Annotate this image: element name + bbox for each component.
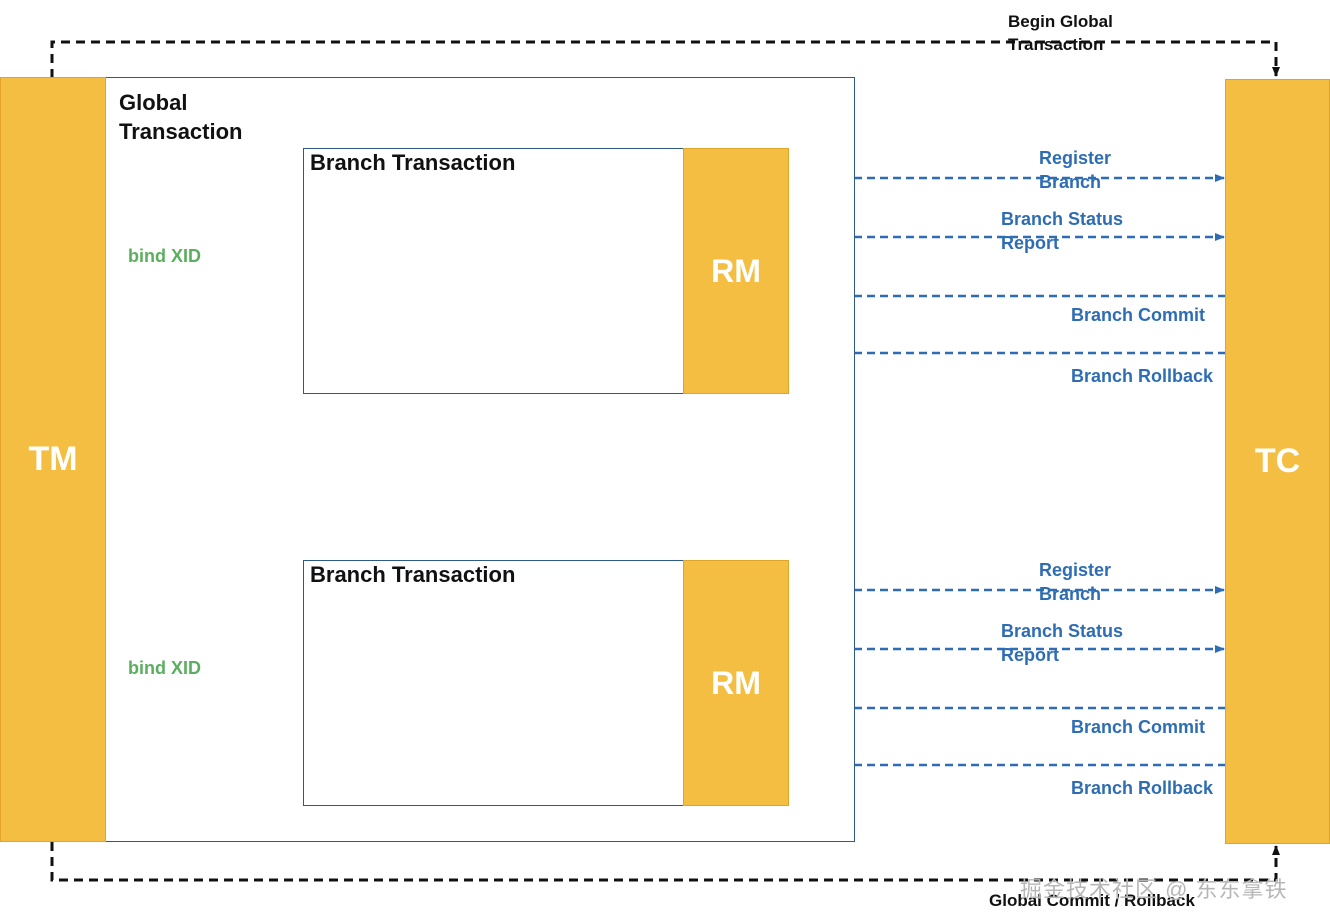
- begin-global-label: Begin Global Transaction: [1008, 12, 1113, 54]
- bind-xid-label-2: bind XID: [128, 658, 201, 678]
- tm-bar: TM: [0, 77, 106, 842]
- rm-box-2: RM: [683, 560, 789, 806]
- branch-status-label-1: Branch Status Report: [1001, 209, 1124, 253]
- watermark: 掘金技术社区 @ 东东拿铁: [1020, 877, 1288, 902]
- rm-label-2: RM: [711, 664, 761, 701]
- branch-transaction-box-1: [303, 148, 689, 394]
- bind-xid-label-1: bind XID: [128, 246, 201, 266]
- branch-commit-label-1: Branch Commit: [1071, 305, 1206, 325]
- branch-transaction-box-2: [303, 560, 689, 806]
- register-branch-label-2: Register Branch: [1039, 560, 1112, 604]
- branch-status-label-2: Branch Status Report: [1001, 621, 1124, 665]
- begin-global-arrow: [50, 40, 1280, 78]
- global-transaction-title: Global Transaction: [119, 90, 243, 144]
- rm-label-1: RM: [711, 252, 761, 289]
- register-branch-label-1: Register Branch: [1039, 148, 1112, 192]
- tc-bar: TC: [1225, 79, 1330, 844]
- global-commit-label: Global Commit / Rollback: [989, 891, 1195, 910]
- branch-rollback-label-2: Branch Rollback: [1071, 778, 1214, 798]
- branch-transaction-title-2: Branch Transaction: [310, 562, 516, 587]
- branch-transaction-title-1: Branch Transaction: [310, 150, 516, 175]
- rm-box-1: RM: [683, 148, 789, 394]
- tm-label: TM: [28, 440, 78, 478]
- tc-label: TC: [1254, 442, 1301, 480]
- global-commit-arrow: [50, 842, 1280, 882]
- branch-commit-label-2: Branch Commit: [1071, 717, 1206, 737]
- branch-rollback-label-1: Branch Rollback: [1071, 366, 1214, 386]
